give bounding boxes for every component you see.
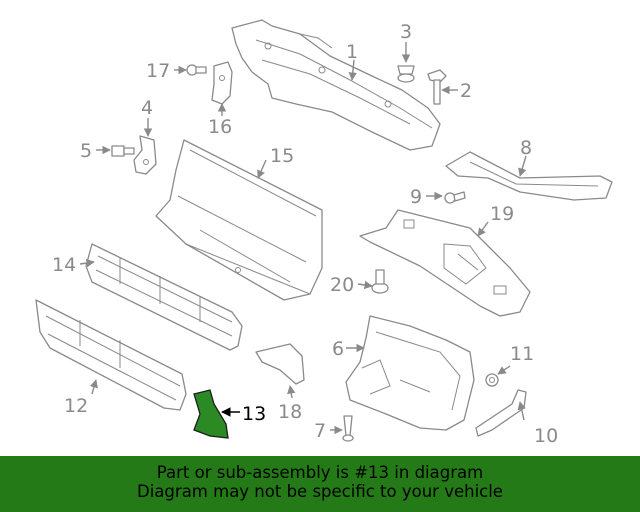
callout-15: 15 [270,145,294,167]
parts-diagram: 1 2 3 4 5 6 7 8 9 10 11 12 13 14 15 16 1… [35,19,613,447]
part-8-side-bracket[interactable] [445,151,613,201]
callout-20: 20 [330,274,354,296]
part-15-air-deflector[interactable] [155,139,323,301]
callout-7: 7 [314,420,326,442]
part-2-bolt[interactable] [427,69,447,105]
part-4-bracket[interactable] [133,135,157,175]
callouts: 1 2 3 4 5 6 7 8 9 10 11 12 13 14 15 16 1… [52,21,558,447]
part-17-bolt[interactable] [186,64,207,76]
part-6-headlamp-housing[interactable] [345,315,475,431]
callout-13: 13 [242,403,266,425]
part-10-seal-strip[interactable] [475,389,527,437]
callout-2: 2 [460,80,472,102]
part-14-grille-shutter[interactable] [85,243,243,351]
callout-1: 1 [346,41,358,63]
callout-18: 18 [278,401,302,423]
leader-lines [79,42,527,435]
part-18-shield[interactable] [255,343,305,385]
part-20-clip[interactable] [371,269,389,294]
callout-10: 10 [534,425,558,447]
callout-11: 11 [510,343,534,365]
callout-17: 17 [146,60,170,82]
part-12-lower-grille[interactable] [35,299,187,411]
callout-4: 4 [141,97,153,119]
part-7-screw[interactable] [342,415,354,442]
part-13-highlighted[interactable] [193,389,229,439]
callout-16: 16 [208,116,232,138]
part-5-bolt[interactable] [111,145,135,157]
callout-3: 3 [400,21,412,43]
part-3-screw[interactable] [397,65,415,83]
part-9-screw[interactable] [444,191,466,204]
callout-12: 12 [64,395,88,417]
callout-14: 14 [52,254,76,276]
callout-9: 9 [410,186,422,208]
part-16-bracket[interactable] [211,61,233,105]
banner-line-1: Part or sub-assembly is #13 in diagram [156,463,484,482]
part-11-nut[interactable] [485,373,499,387]
callout-6: 6 [332,338,344,360]
info-banner: Part or sub-assembly is #13 in diagram D… [0,456,640,512]
part-19-side-panel[interactable] [359,209,531,317]
callout-19: 19 [490,203,514,225]
callout-5: 5 [80,140,92,162]
callout-8: 8 [520,137,532,159]
banner-line-2: Diagram may not be specific to your vehi… [137,482,503,501]
